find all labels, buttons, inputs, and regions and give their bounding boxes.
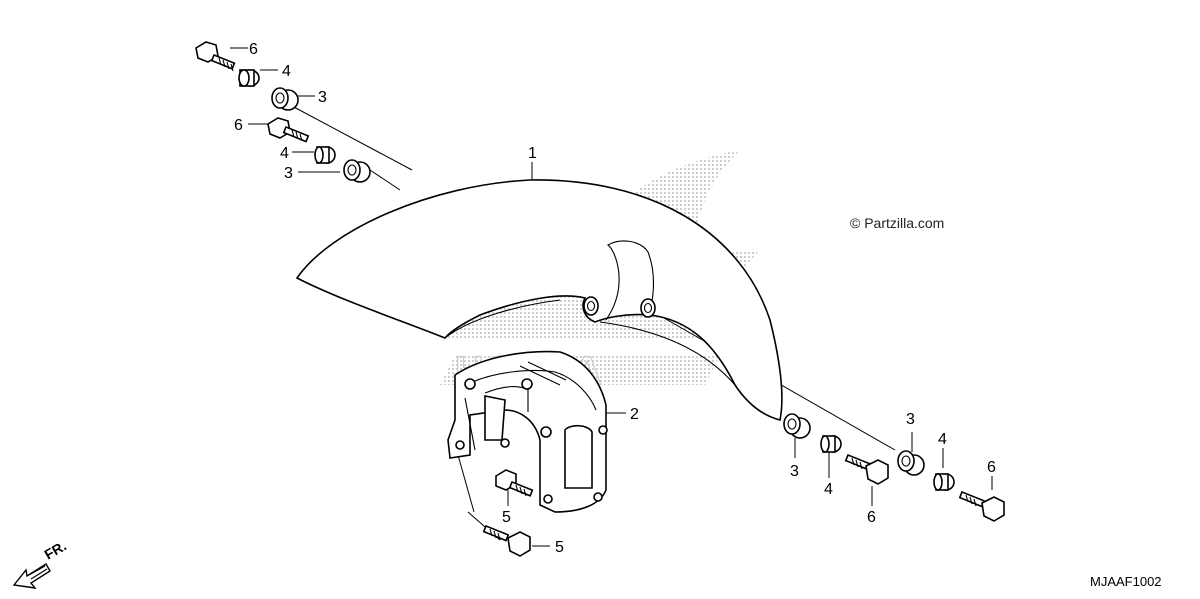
collar-4-right-inner: [820, 435, 842, 453]
collar-4-right-outer: [933, 473, 955, 491]
callout-2: 2: [630, 406, 639, 423]
grommet-3-mid-left: [343, 159, 371, 183]
grommet-3-right-outer: [897, 450, 925, 476]
front-fender: [295, 179, 783, 421]
callout-labels: 1 2 6 4 3 6 4 3 3 4 6 3 4 6 5 5: [234, 41, 996, 556]
callout-3-right-outer: 3: [906, 411, 915, 428]
diagram-code: MJAAF1002: [1090, 574, 1162, 589]
callout-6-top: 6: [249, 41, 258, 58]
callout-3-right-inner: 3: [790, 463, 799, 480]
callout-4-top: 4: [282, 63, 291, 80]
callout-6-right-outer: 6: [987, 459, 996, 476]
callout-5-upper: 5: [502, 509, 511, 526]
bolt-6-top-left: [195, 41, 236, 72]
direction-label: FR.: [42, 537, 70, 562]
callout-5-lower: 5: [555, 539, 564, 556]
bolt-6-mid-left: [267, 117, 310, 143]
fender-bracket: [447, 350, 608, 513]
bolt-5-upper: [495, 469, 534, 497]
grommet-3-top-left: [271, 87, 299, 111]
bolt-5-lower: [482, 524, 531, 557]
collar-4-mid-left: [314, 146, 336, 164]
copyright-text: © Partzilla.com: [850, 215, 944, 231]
callout-4-right-outer: 4: [938, 431, 947, 448]
collar-4-top-left: [238, 69, 260, 87]
front-direction-arrow: FR.: [12, 537, 70, 589]
callout-6-mid: 6: [234, 117, 243, 134]
bolt-6-right-inner: [844, 453, 889, 485]
callout-3-mid: 3: [284, 165, 293, 182]
callout-4-right-inner: 4: [824, 481, 833, 498]
callout-4-mid: 4: [280, 145, 289, 162]
grommet-3-right-inner: [783, 413, 811, 439]
callout-1: 1: [528, 145, 537, 162]
bolt-6-right-outer: [958, 490, 1005, 522]
callout-6-right-inner: 6: [867, 509, 876, 526]
callout-3-top: 3: [318, 89, 327, 106]
